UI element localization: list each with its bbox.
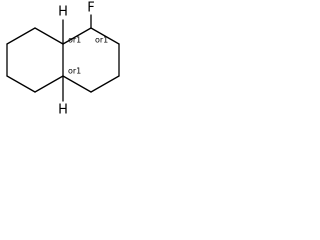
stereo-label-c4a: or1: [68, 67, 81, 76]
bond-c8a-c8: [34, 27, 64, 45]
decahydronaphthalene-structure: F H H or1 or1 or1: [6, 1, 120, 118]
right-ring: [62, 27, 120, 93]
stereo-label-c8a: or1: [68, 36, 81, 45]
bond-c5-c4a: [34, 75, 64, 93]
bond-c6-c5: [6, 75, 36, 93]
bond-c1-c2: [90, 27, 120, 45]
stereo-label-c1: or1: [95, 36, 108, 45]
hydrogen-top-label: H: [58, 5, 68, 20]
hydrogen-bottom-label: H: [58, 103, 68, 118]
bond-c4-c4a: [62, 75, 92, 93]
bond-c8a-c1: [62, 27, 92, 45]
fluorine-atom-label: F: [87, 1, 94, 16]
substituent-bonds: [62, 14, 92, 102]
bond-c3-c4: [90, 75, 120, 93]
bond-c8-c7: [6, 27, 36, 45]
left-ring: [6, 27, 64, 93]
